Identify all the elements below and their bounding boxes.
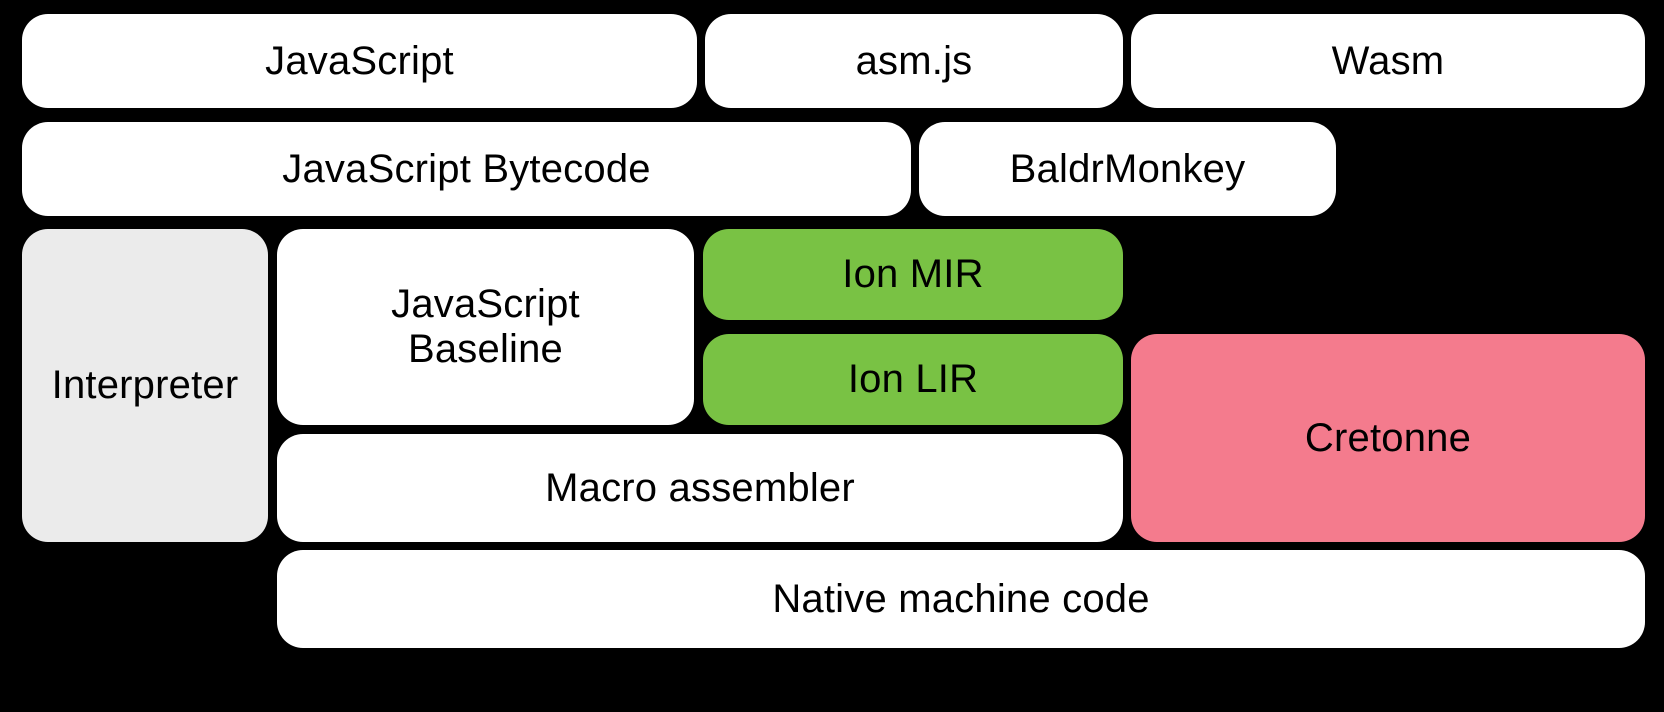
node-javascript-baseline: JavaScript Baseline <box>277 229 694 425</box>
node-wasm: Wasm <box>1131 14 1645 108</box>
node-native-machine-code: Native machine code <box>277 550 1645 648</box>
node-ion-lir: Ion LIR <box>703 334 1123 425</box>
node-cretonne: Cretonne <box>1131 334 1645 542</box>
node-javascript: JavaScript <box>22 14 697 108</box>
node-interpreter: Interpreter <box>22 229 268 542</box>
node-asmjs: asm.js <box>705 14 1123 108</box>
node-macro-assembler: Macro assembler <box>277 434 1123 542</box>
node-baldrmonkey: BaldrMonkey <box>919 122 1336 216</box>
node-ion-mir: Ion MIR <box>703 229 1123 320</box>
node-javascript-bytecode: JavaScript Bytecode <box>22 122 911 216</box>
